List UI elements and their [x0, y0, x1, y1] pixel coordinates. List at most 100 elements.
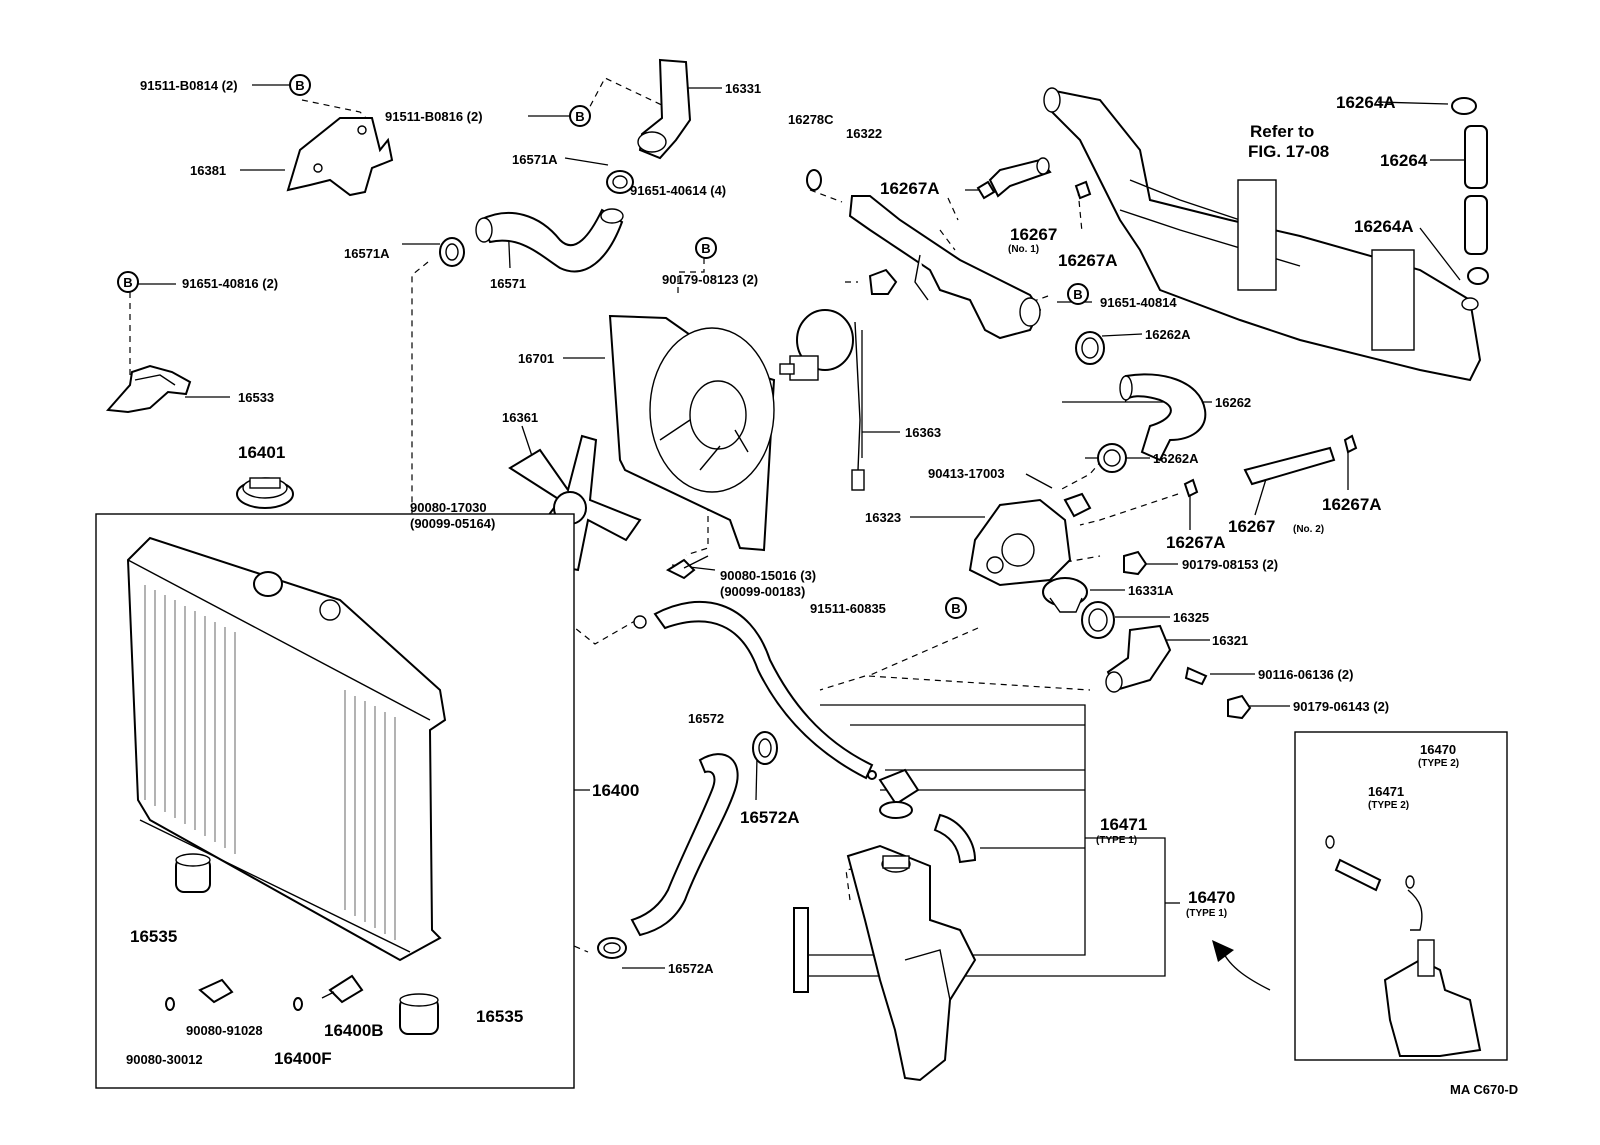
- clamp-16572a-top: [752, 731, 778, 765]
- type2-inset-box: [1294, 731, 1508, 1061]
- clamp-16262a-2: [1097, 443, 1127, 473]
- label-fig-17-08: FIG. 17-08: [1248, 142, 1329, 161]
- label-91511-b0814: 91511-B0814 (2): [140, 78, 238, 93]
- clamp-16264a-side: [1467, 267, 1489, 285]
- reservoir-16470-type1: [846, 844, 977, 1082]
- clip-type1: [867, 770, 877, 780]
- label-16470-type1-sub: (TYPE 1): [1186, 908, 1227, 919]
- label-16400f: 16400F: [274, 1049, 332, 1068]
- label-16701: 16701: [518, 351, 554, 366]
- label-16267a-1: 16267A: [880, 179, 940, 198]
- label-90413-17003: 90413-17003: [928, 466, 1005, 481]
- label-16331a: 16331A: [1128, 583, 1174, 598]
- svg-text:B: B: [123, 275, 132, 290]
- reservoir-cap-type1: [878, 768, 920, 819]
- radiator-core-fins: [144, 585, 396, 940]
- drain-cock-90080-91028: [198, 978, 234, 1004]
- label-16571a-left: 16571A: [344, 246, 390, 261]
- label-16400: 16400: [592, 781, 639, 800]
- label-16400b: 16400B: [324, 1021, 384, 1040]
- bolt-marker-60835: B: [945, 597, 967, 619]
- bolt-90080-15016: [665, 555, 709, 580]
- svg-text:B: B: [295, 78, 304, 93]
- radiator-16400: [95, 513, 575, 1089]
- fan-shroud-16701: [608, 314, 776, 552]
- bolt-markers: B B B B B B: [117, 74, 1089, 619]
- water-inlet-pipe-16322: [848, 195, 1042, 340]
- label-16535-left: 16535: [130, 927, 177, 946]
- nut-90179-08153: [1123, 550, 1148, 576]
- label-16571: 16571: [490, 276, 526, 291]
- label-16470-type1: 16470: [1188, 888, 1235, 907]
- clamp-16262a-1: [1075, 331, 1105, 365]
- label-91511-60835: 91511-60835: [810, 601, 886, 616]
- label-16278c: 16278C: [788, 112, 834, 127]
- gasket-16325: [1081, 601, 1115, 639]
- label-16264a-2: 16264A: [1354, 217, 1414, 236]
- label-16361: 16361: [502, 410, 538, 425]
- label-16401: 16401: [238, 443, 285, 462]
- label-16267a-3: 16267A: [1322, 495, 1382, 514]
- label-16470-type2-sub: (TYPE 2): [1418, 758, 1459, 769]
- label-16471-type2: 16471: [1368, 784, 1404, 799]
- label-16572a-1: 16572A: [740, 808, 800, 827]
- label-16267-no2: 16267: [1228, 517, 1275, 536]
- direction-arrow: [1212, 940, 1271, 991]
- hose-16262: [1119, 373, 1207, 462]
- label-16381: 16381: [190, 163, 226, 178]
- fan-motor-16363: [779, 309, 865, 491]
- clamp-16572a-bottom: [597, 937, 627, 959]
- label-16571a-top: 16571A: [512, 152, 558, 167]
- water-inlet-housing-16323: [968, 498, 1072, 587]
- label-16267-no1-sub: (No. 1): [1008, 244, 1039, 255]
- tube-type1: [793, 907, 809, 993]
- label-16262: 16262: [1215, 395, 1251, 410]
- label-91511-b0816: 91511-B0816 (2): [385, 109, 483, 124]
- radiator-cap-16401: [236, 477, 294, 509]
- label-refer-to: Refer to: [1250, 122, 1314, 141]
- heater-pipe-assembly: [1043, 87, 1482, 382]
- label-90179-08123: 90179-08123 (2): [662, 272, 758, 287]
- label-16471-type1: 16471: [1100, 815, 1147, 834]
- label-16262a-2: 16262A: [1153, 451, 1199, 466]
- label-90080-30012: 90080-30012: [126, 1052, 203, 1067]
- label-16264: 16264: [1380, 151, 1428, 170]
- clip-16267a-4: [1183, 478, 1199, 498]
- label-16572: 16572: [688, 711, 724, 726]
- svg-text:B: B: [575, 109, 584, 124]
- svg-text:B: B: [1073, 287, 1082, 302]
- label-91651-40816: 91651-40816 (2): [182, 276, 278, 291]
- label-16267-no2-sub: (No. 2): [1293, 524, 1324, 535]
- clamp-16571a-left: [439, 237, 465, 267]
- label-16262a-1: 16262A: [1145, 327, 1191, 342]
- diagram-code: MA C670-D: [1450, 1082, 1518, 1097]
- bracket-16533: [105, 364, 192, 414]
- part-labels: 91511-B0814 (2) 91511-B0816 (2) 16331 16…: [126, 78, 1518, 1097]
- label-16264a-1: 16264A: [1336, 93, 1396, 112]
- label-90179-06143: 90179-06143 (2): [1293, 699, 1389, 714]
- clip-16267a-1: [976, 180, 996, 200]
- hose-16267-no1: [988, 157, 1052, 198]
- svg-text:B: B: [951, 601, 960, 616]
- label-16533: 16533: [238, 390, 274, 405]
- hose-16572: [630, 753, 739, 937]
- label-90099-05164: (90099-05164): [410, 516, 495, 531]
- label-90116-06136: 90116-06136 (2): [1258, 667, 1353, 682]
- switch-90413-17003: [1063, 492, 1092, 518]
- label-16325: 16325: [1173, 610, 1209, 625]
- label-16331: 16331: [725, 81, 761, 96]
- bolt-90116-06136: [1184, 666, 1208, 686]
- svg-text:B: B: [701, 241, 710, 256]
- bracket-16381: [286, 117, 394, 197]
- label-16471-type1-sub: (TYPE 1): [1096, 835, 1137, 846]
- label-16471-type2-sub: (TYPE 2): [1368, 800, 1409, 811]
- clip-16267a-2: [1074, 180, 1092, 200]
- water-outlet-16331: [637, 58, 692, 160]
- plug-16535-right: [399, 993, 439, 1035]
- drain-16400b: [321, 974, 364, 1004]
- label-90099-00183: (90099-00183): [720, 584, 805, 599]
- label-16572a-2: 16572A: [668, 961, 714, 976]
- nut-90179-06143: [1227, 694, 1252, 720]
- label-16267a-4: 16267A: [1166, 533, 1226, 552]
- label-90080-15016: 90080-15016 (3): [720, 568, 816, 583]
